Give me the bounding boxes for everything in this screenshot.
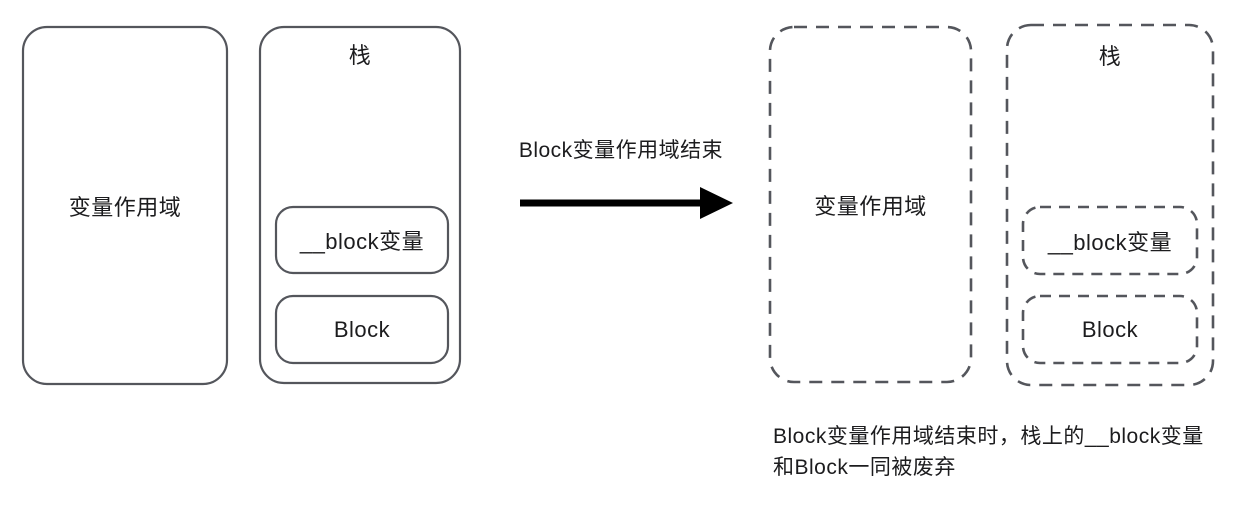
stack-box-before [258,25,462,385]
block-box-before [274,294,450,365]
block-box-after [1021,294,1199,365]
stack-box-after [1005,23,1215,387]
block-var-box-after [1021,205,1199,276]
scope-box-after [768,25,973,384]
arrow-label: Block变量作用域结束 [518,139,724,162]
arrow-head [700,187,733,219]
scope-box-before [21,25,229,386]
block-var-box-before [274,205,450,275]
diagram-caption: Block变量作用域结束时，栈上的__block变量 和Block一同被废弃 [773,425,1204,479]
